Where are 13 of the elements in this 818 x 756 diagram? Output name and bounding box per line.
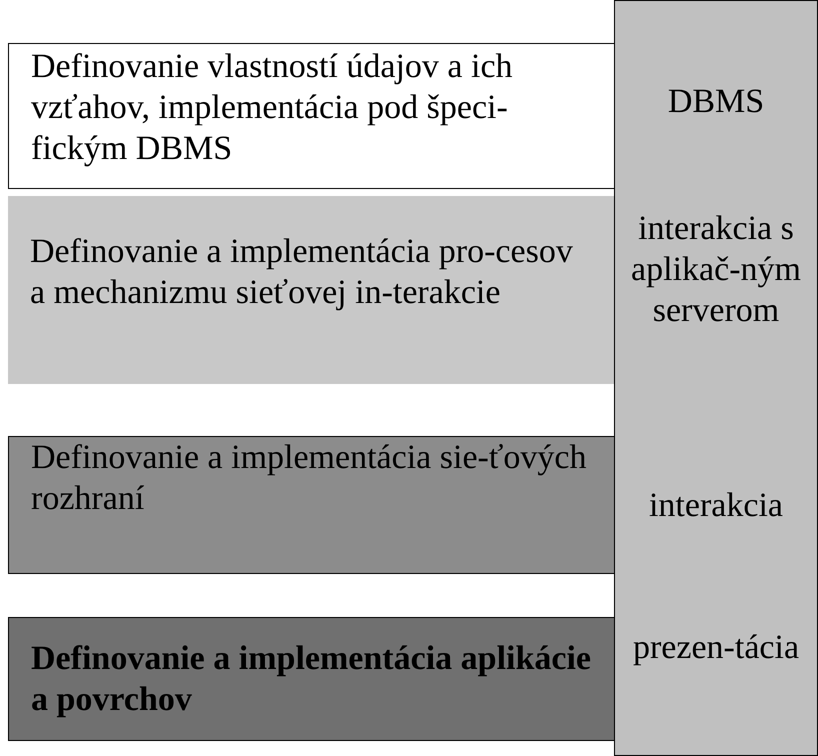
layer-column xyxy=(614,0,818,756)
layer-label: prezen-tácia xyxy=(632,628,800,668)
layer-label: interakcia s aplikač-ným serverom xyxy=(630,209,802,331)
layer-label: DBMS xyxy=(666,82,766,122)
layer-description: Definovanie a implementácia aplikácie a povrchov xyxy=(31,639,591,720)
layer-description: Definovanie a implementácia sie-ťových rozhraní xyxy=(31,438,588,519)
process-layer-box xyxy=(8,196,614,384)
application-layer-box xyxy=(8,617,615,741)
interface-layer-box xyxy=(8,436,615,574)
layer-label: interakcia xyxy=(648,486,784,526)
data-layer-box xyxy=(8,43,616,189)
layer-description: Definovanie vlastností údajov a ich vzťahov, implementácia pod špeci-fickým DBMS xyxy=(31,47,514,169)
layer-description: Definovanie a implementácia pro-cesov a mechanizmu sieťovej in-terakcie xyxy=(30,232,574,313)
